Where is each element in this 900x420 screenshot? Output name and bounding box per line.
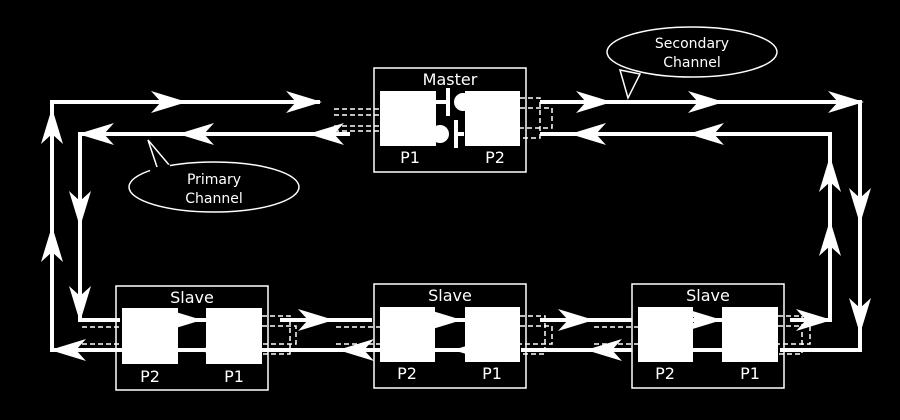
primary-channel-callout: Primary Channel [128, 139, 300, 213]
slave-port-p2-label: P2 [655, 364, 675, 383]
slave-port-p2-block [122, 308, 178, 364]
slave-title: Slave [170, 288, 214, 307]
primary-callout-line2: Channel [185, 191, 242, 207]
secondary-ring-line [540, 100, 862, 352]
port-connectors [82, 97, 811, 355]
primary-callout-line1: Primary [187, 172, 241, 188]
slave-port-p2-label: P2 [397, 364, 417, 383]
slave-port-p1-label: P1 [482, 364, 502, 383]
master-port-p2-block [465, 91, 520, 146]
secondary-channel-callout: Secondary Channel [606, 26, 778, 101]
secondary-callout-line2: Channel [663, 55, 720, 71]
master-frame [373, 67, 527, 173]
callout-bubble [606, 26, 778, 78]
slave-port-p1-label: P1 [224, 367, 244, 386]
master-node: Master P1 P2 [373, 67, 527, 173]
slave-port-p1-block [465, 307, 520, 362]
slave-frame [373, 283, 527, 389]
slave-port-p1-block [722, 307, 778, 362]
master-switch [431, 88, 472, 148]
slave-node-1: Slave P2 P1 [115, 285, 269, 391]
slave-title: Slave [686, 286, 730, 305]
slave-frame [631, 283, 785, 389]
slave-port-p2-block [380, 307, 435, 362]
slave-node-3: Slave P2 P1 [631, 283, 785, 389]
slave-frame [115, 285, 269, 391]
slave-port-p1-label: P1 [740, 364, 760, 383]
slave-port-p2-label: P2 [140, 367, 160, 386]
slave-node-2: Slave P2 P1 [373, 283, 527, 389]
primary-ring-line [540, 132, 832, 322]
callout-bubble [128, 161, 300, 213]
master-port-p2-label: P2 [485, 148, 505, 167]
master-port-p1-label: P1 [400, 148, 420, 167]
secondary-callout-line1: Secondary [655, 36, 729, 52]
slave-port-p2-block [638, 307, 693, 362]
slave-title: Slave [428, 286, 472, 305]
slave-port-p1-block [206, 308, 262, 364]
master-port-p1-block [380, 91, 436, 146]
master-title: Master [423, 70, 478, 89]
